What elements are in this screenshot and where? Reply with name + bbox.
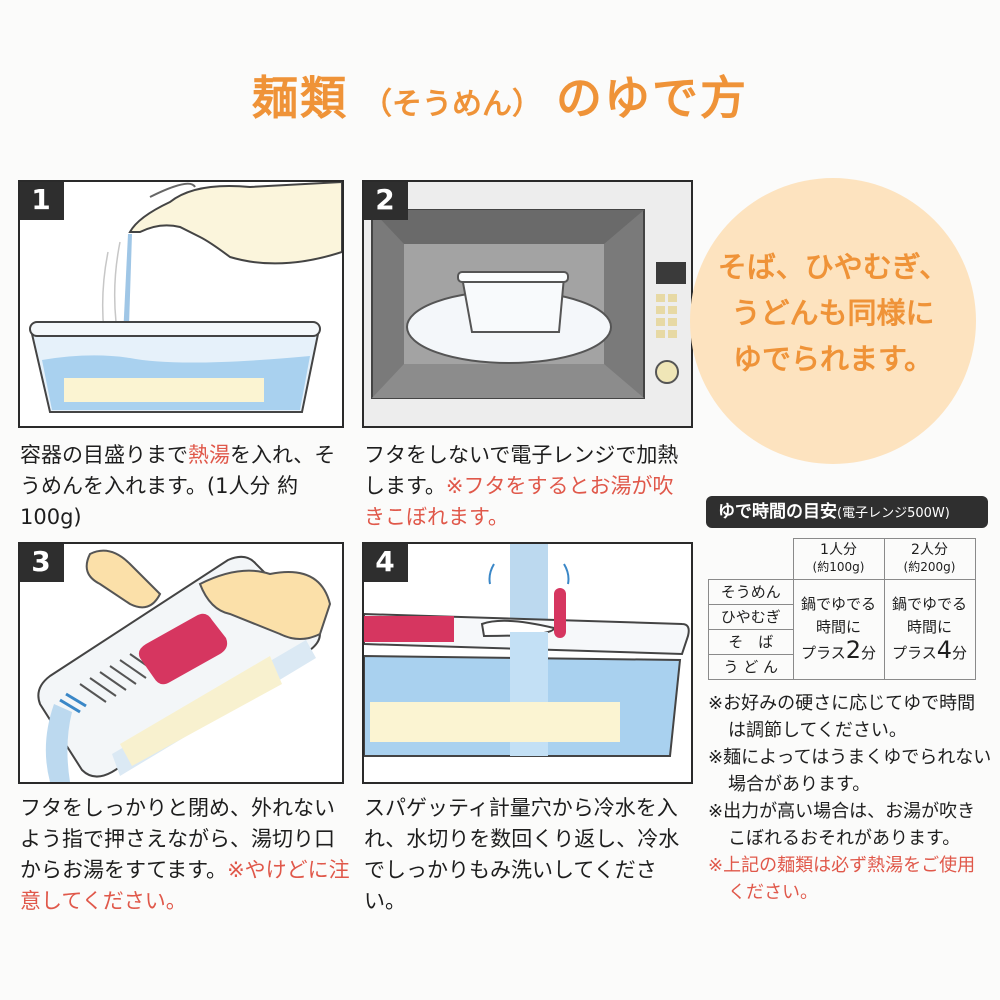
note-item: ※お好みの硬さに応じてゆで時間は調節してください。 bbox=[708, 693, 976, 741]
boil-time-title: ゆで時間の目安(電子レンジ500W) bbox=[706, 496, 988, 528]
note-warning: ※上記の麺類は必ず熱湯をご使用ください。 bbox=[708, 855, 976, 903]
step-3-illustration: 3 bbox=[18, 542, 344, 784]
step-4-illustration: 4 bbox=[362, 542, 693, 784]
step-number: 4 bbox=[364, 544, 408, 582]
rinsing-illustration bbox=[364, 544, 690, 757]
step-2-caption: フタをしないで電子レンジで加熱します。※フタをするとお湯が吹きこぼれます。 bbox=[364, 443, 679, 529]
callout-line-1: そば、ひやむぎ、 bbox=[717, 250, 949, 284]
boil-time-wattage: (電子レンジ500W) bbox=[837, 506, 950, 521]
table-row: そうめん bbox=[708, 578, 794, 605]
step-4-caption: スパゲッティ計量穴から冷水を入れ、水切りを数回くり返し、冷水でしっかりもみ洗いし… bbox=[364, 796, 680, 913]
notes: ※お好みの硬さに応じてゆで時間は調節してください。 ※麺によってはうまくゆでられ… bbox=[708, 690, 993, 906]
burn-caution-text: ※やけどに注意してください。 bbox=[20, 858, 350, 913]
boil-time-table: 1人分(約100g) 2人分(約200g) そうめん 鍋でゆでる 時間に プラス… bbox=[708, 538, 976, 680]
hot-water-highlight: 熱湯 bbox=[188, 443, 230, 467]
callout-line-2: うどんも同様に bbox=[731, 296, 935, 330]
draining-illustration bbox=[37, 549, 332, 782]
title-sub: （そうめん） bbox=[362, 87, 542, 122]
kettle-pour-illustration bbox=[29, 182, 342, 413]
note-item: ※麺によってはうまくゆでられない場合があります。 bbox=[708, 747, 992, 795]
callout-line-3: ゆでられます。 bbox=[732, 342, 934, 376]
col-1-header: 1人分(約100g) bbox=[792, 538, 885, 580]
title-rest: のゆで方 bbox=[556, 71, 748, 125]
step-number: 2 bbox=[364, 182, 408, 220]
step-2-illustration: 2 bbox=[362, 180, 693, 428]
note-item: ※出力が高い場合は、お湯が吹きこぼれるおそれがあります。 bbox=[708, 801, 976, 849]
table-row: そ ば bbox=[708, 628, 794, 655]
page-title: 麺類 （そうめん） のゆで方 bbox=[0, 62, 1000, 128]
title-main: 麺類 bbox=[252, 71, 348, 125]
step-3-caption: フタをしっかりと閉め、外れないよう指で押さえながら、湯切り口からお湯をすてます。… bbox=[20, 796, 350, 913]
step-number: 3 bbox=[20, 544, 64, 582]
col-2-time: 鍋でゆでる 時間に プラス4分 bbox=[883, 578, 976, 680]
step-1-illustration: 1 bbox=[18, 180, 344, 428]
col-2-header: 2人分(約200g) bbox=[883, 538, 976, 580]
step-number: 1 bbox=[20, 182, 64, 220]
microwave-illustration bbox=[364, 182, 691, 426]
caution-text: ※フタをするとお湯が吹きこぼれます。 bbox=[364, 474, 674, 529]
callout-circle: そば、ひやむぎ、 うどんも同様に ゆでられます。 bbox=[690, 178, 976, 464]
step-1-caption: 容器の目盛りまで熱湯を入れ、そうめんを入れます。(1人分 約100g) bbox=[20, 443, 336, 529]
table-row: う ど ん bbox=[708, 653, 794, 680]
table-row: ひやむぎ bbox=[708, 603, 794, 630]
col-1-time: 鍋でゆでる 時間に プラス2分 bbox=[792, 578, 885, 680]
